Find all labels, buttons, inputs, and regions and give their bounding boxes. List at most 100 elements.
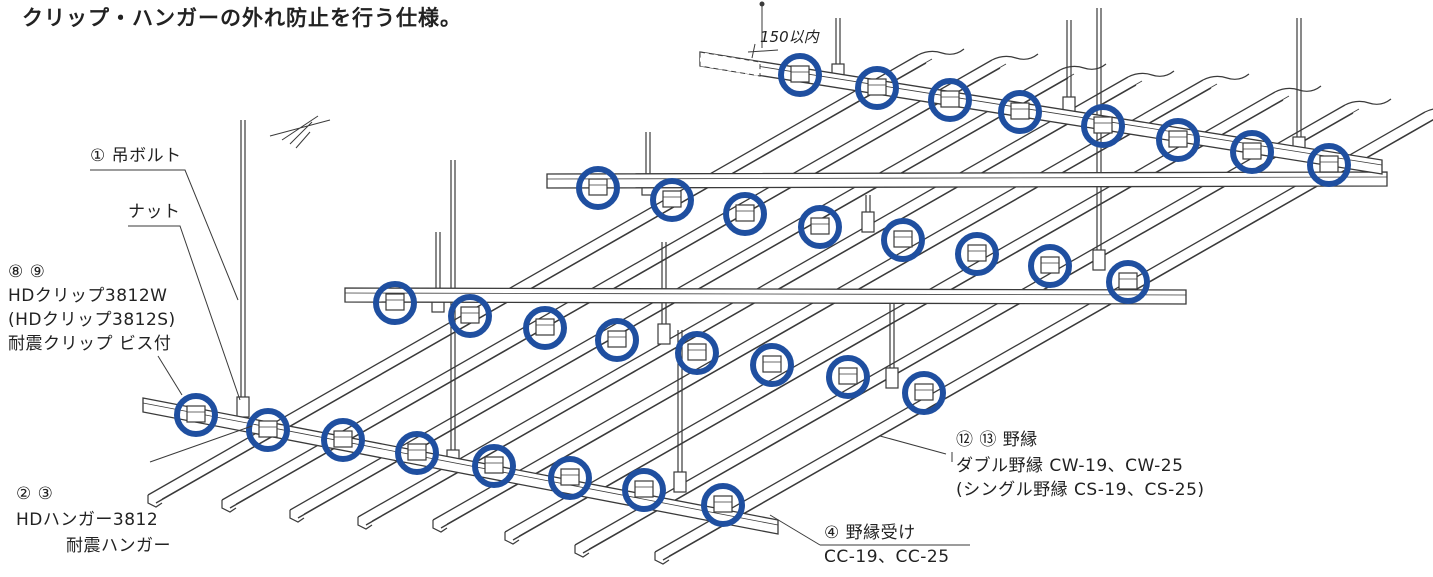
joist-break — [1274, 85, 1322, 93]
clip — [1093, 116, 1113, 134]
joist-end — [654, 552, 670, 565]
joist-break — [1202, 73, 1250, 81]
highlight-ring — [523, 306, 567, 350]
highlight-ring — [998, 90, 1042, 134]
ceiling-joist-edge — [662, 119, 1433, 561]
ceiling-joist-edge — [518, 95, 1290, 537]
hanger-bracket — [673, 471, 687, 493]
ceiling-joists — [147, 48, 1433, 565]
highlight-ring — [778, 53, 822, 97]
leader-lines — [90, 1, 970, 546]
highlight-ring — [955, 232, 999, 276]
joist-end — [147, 495, 163, 508]
joist-carrier-edge — [142, 402, 779, 526]
ceiling-joist-edge — [446, 83, 1218, 525]
clip — [662, 190, 682, 208]
ceiling-joist — [221, 59, 993, 501]
highlight-ring — [701, 483, 745, 527]
highlight-ring — [1106, 260, 1150, 304]
joist-break — [991, 53, 1039, 61]
clip — [634, 480, 654, 498]
joist-end — [221, 500, 237, 513]
page-title: クリップ・ハンガーの外れ防止を行う仕様。 — [22, 6, 462, 30]
clip — [713, 495, 733, 513]
joist-carriers — [142, 51, 1388, 535]
clip — [460, 306, 480, 324]
clip — [1040, 256, 1060, 274]
ceiling-joist-edge — [668, 118, 1433, 557]
hanger-bracket — [1092, 249, 1106, 271]
clip-marks — [186, 65, 1339, 513]
highlight-ring — [373, 281, 417, 325]
clip — [560, 468, 580, 486]
leader-line — [879, 435, 947, 455]
highlight-ring — [798, 205, 842, 249]
clip — [535, 318, 555, 336]
leader-line — [149, 425, 253, 463]
leader-line — [157, 355, 183, 396]
clip — [484, 456, 504, 474]
label-hanger-line1: HDハンガー3812 — [16, 510, 159, 530]
highlight-ring — [881, 218, 925, 262]
joist-break — [917, 48, 965, 56]
clip — [940, 90, 960, 108]
clip — [1242, 142, 1262, 160]
highlight-ring — [723, 192, 767, 236]
highlight-ring — [246, 408, 290, 452]
joist-carrier-edge — [344, 292, 1187, 296]
dimension-dot — [759, 1, 765, 7]
joist-end — [289, 510, 305, 523]
highlight-ring — [1230, 130, 1274, 174]
joist-carrier-edge — [546, 176, 1388, 180]
highlight-ring — [548, 456, 592, 500]
joist-break — [1127, 70, 1175, 78]
highlight-ring — [448, 294, 492, 338]
clip — [914, 383, 934, 401]
leader-line — [128, 225, 241, 401]
label-clip-line2: (HDクリップ3812S) — [8, 310, 176, 330]
clip — [790, 65, 810, 83]
highlight-ring — [321, 418, 365, 462]
dimension-line — [747, 2, 779, 59]
clip — [1168, 130, 1188, 148]
joist-end — [574, 545, 590, 558]
label-nobuchi-line1: ダブル野縁 CW-19、CW-25 — [956, 456, 1184, 476]
carrier-extension-dashed — [699, 51, 761, 77]
highlight-ring — [1307, 143, 1351, 187]
hanger-bracket — [885, 367, 899, 389]
clip — [893, 230, 913, 248]
highlight-ring — [595, 318, 639, 362]
clip — [967, 244, 987, 262]
clip — [762, 355, 782, 373]
clip — [1118, 272, 1138, 290]
highlight-ring — [928, 78, 972, 122]
clip — [607, 330, 627, 348]
clip — [258, 420, 278, 438]
highlight-rings — [174, 53, 1351, 527]
label-nobuchi-title: ⑫ ⑬ 野縁 — [956, 430, 1038, 450]
label-nobuchi-uke-title: ④ 野縁受け — [824, 523, 916, 543]
highlight-ring — [750, 343, 794, 387]
label-hanger-numbers: ② ③ — [16, 484, 54, 504]
joist-break — [1424, 108, 1433, 113]
joist-carrier — [546, 171, 1388, 189]
highlight-ring — [855, 66, 899, 110]
clip — [186, 405, 206, 423]
highlight-ring — [395, 431, 439, 475]
dimension-label: 150以内 — [760, 28, 819, 46]
ceiling-joist — [574, 104, 1346, 546]
highlight-ring — [675, 331, 719, 375]
clip — [867, 78, 887, 96]
clip — [588, 178, 608, 196]
label-hanger-line2: 耐震ハンガー — [66, 536, 171, 556]
hanger-bracket — [236, 396, 250, 418]
leader-line — [769, 514, 821, 546]
hanger-bracket — [657, 323, 671, 345]
joist-carrier — [344, 287, 1187, 305]
highlight-ring — [174, 393, 218, 437]
highlight-ring — [650, 178, 694, 222]
highlight-ring — [622, 468, 666, 512]
clip — [333, 430, 353, 448]
ceiling-joist-edge — [235, 63, 1007, 505]
joist-carrier — [142, 397, 779, 535]
